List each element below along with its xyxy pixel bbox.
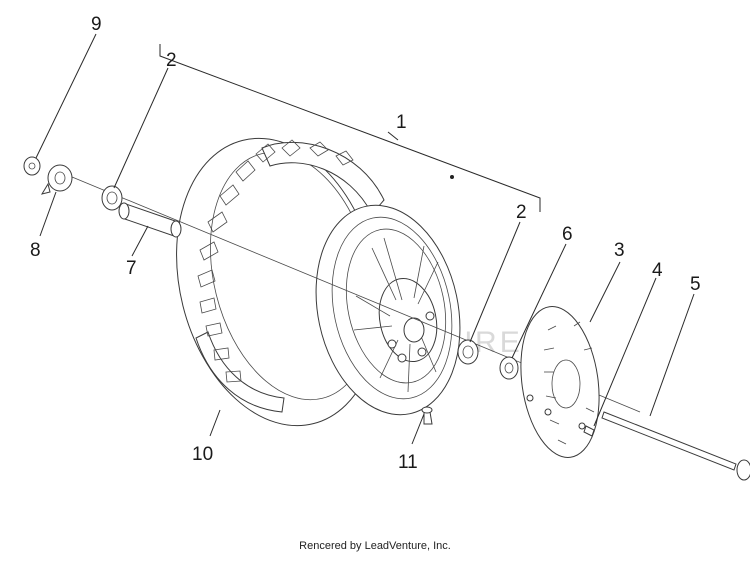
callout-10: 10 — [192, 444, 213, 465]
footer-credit: Rencered by LeadVenture, Inc. — [299, 540, 451, 552]
callout-4: 4 — [652, 260, 663, 281]
assembly-bracket — [159, 44, 541, 212]
leader-lines — [35, 33, 695, 445]
callout-9: 9 — [91, 14, 102, 35]
callout-1: 1 — [396, 112, 407, 133]
part-11-valve — [421, 406, 433, 425]
part-3-brake-disc — [520, 306, 600, 458]
callout-7: 7 — [126, 258, 137, 279]
part-8-drive — [40, 164, 73, 195]
part-6-spacer — [499, 356, 519, 380]
callout-11: 11 — [398, 452, 418, 473]
callout-2-left: 2 — [166, 50, 177, 71]
part-2-bearing-left — [101, 185, 123, 211]
callout-5: 5 — [690, 274, 701, 295]
part-7-spacer — [118, 202, 182, 238]
part-2-bearing-right — [457, 339, 479, 365]
part-9-nut — [23, 156, 41, 176]
part-5-axle-bolt — [601, 411, 750, 481]
callout-3: 3 — [614, 240, 625, 261]
part-4-screw — [583, 425, 595, 437]
callout-8: 8 — [30, 240, 41, 261]
callout-6: 6 — [562, 224, 573, 245]
callout-2-right: 2 — [516, 202, 527, 223]
wheel-rim — [315, 175, 461, 416]
